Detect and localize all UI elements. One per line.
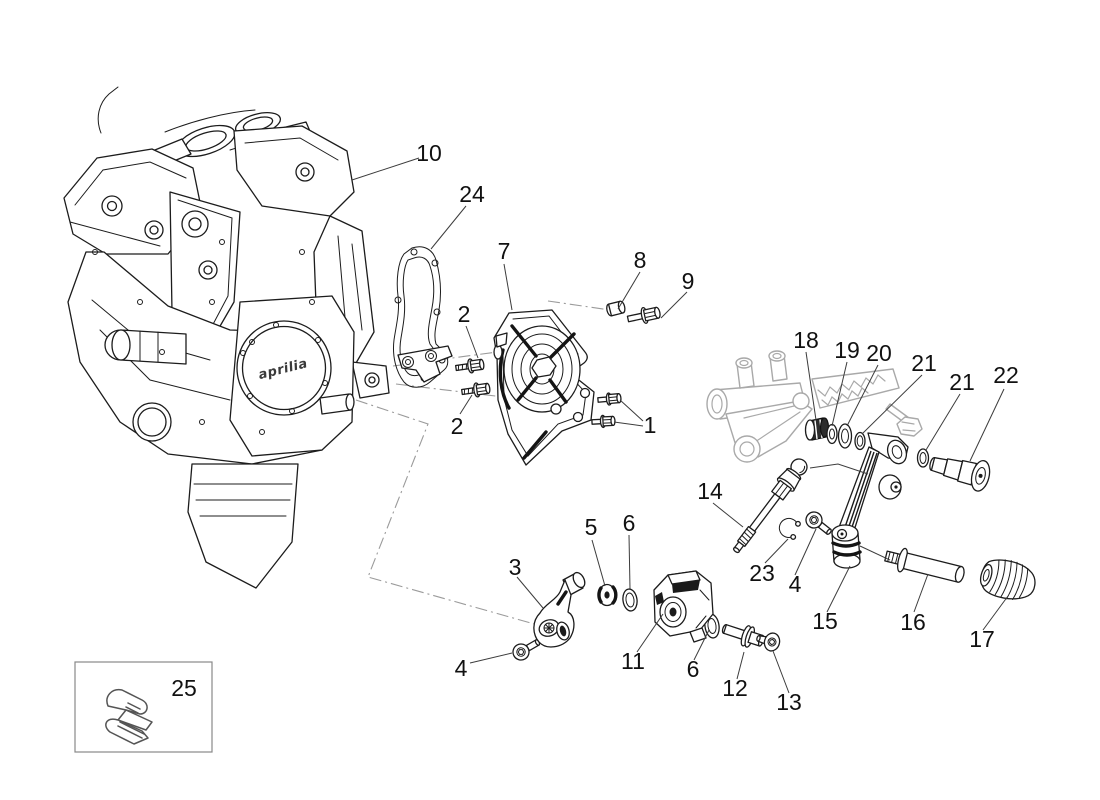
callout-18: 18 [793,327,819,353]
sprocket-cover [493,309,595,466]
callout-9: 9 [682,268,695,294]
callout-6-right: 6 [687,656,700,682]
spacer-bushing [606,300,626,317]
callout-11: 11 [621,648,645,674]
callout-21-left: 21 [911,350,937,376]
callout-7: 7 [498,238,511,264]
stepped-pivot-pin-22 [929,457,991,492]
shift-linkage-rod [732,458,808,554]
flanged-bolt-9 [626,306,661,324]
socket-bolt-4-right [805,511,832,535]
callout-1: 1 [644,412,657,438]
socket-bolt-4-left [512,639,541,661]
pivot-pin-12 [721,624,765,648]
circlip [778,517,801,540]
engine-assembly-illustration: aprilia [63,86,390,589]
leader-lines [351,157,1009,694]
callout-6-left: 6 [623,510,636,536]
rubber-grip [979,559,1036,601]
callout-8: 8 [634,247,647,273]
gear-actuator [653,570,714,643]
washer-19 [826,423,838,445]
callout-14: 14 [697,478,723,504]
gear-lever [831,432,909,569]
cable-clip-drawing [105,688,153,745]
selector-lever [533,571,586,648]
o-ring-6-left [622,588,638,612]
callout-5: 5 [585,514,598,540]
callout-22: 22 [993,362,1019,388]
washer-20 [837,423,853,449]
callout-4-right: 4 [789,571,802,597]
bushing-5 [597,583,618,607]
o-ring-21-right [916,448,930,468]
callout-10: 10 [416,140,442,166]
inset-box [74,661,213,753]
callout-16: 16 [900,609,926,635]
bolt-1-upper [597,392,622,406]
bolt-1-lower [591,414,616,429]
o-ring-21-left [854,431,866,451]
gasket [393,246,453,388]
callout-19: 19 [834,337,860,363]
callout-25: 25 [171,675,197,701]
callout-2-lower: 2 [451,413,464,439]
callout-12: 12 [722,675,748,701]
screw-2-lower [461,382,491,398]
callout-21-right: 21 [949,369,975,395]
callout-17: 17 [969,626,995,652]
footrest-bracket-ghost [706,350,923,463]
callout-13: 13 [776,689,802,715]
callout-2-upper: 2 [458,301,471,327]
callout-24: 24 [459,181,485,207]
screw-2-upper [455,358,485,374]
countersunk-screw-13 [756,632,781,652]
callout-3: 3 [509,554,522,580]
callout-4-left: 4 [455,655,468,681]
callout-15: 15 [812,608,838,634]
ribbed-nut-18 [804,417,830,441]
callout-23: 23 [749,560,775,586]
footpeg-shaft [884,547,965,583]
callout-20: 20 [866,340,892,366]
